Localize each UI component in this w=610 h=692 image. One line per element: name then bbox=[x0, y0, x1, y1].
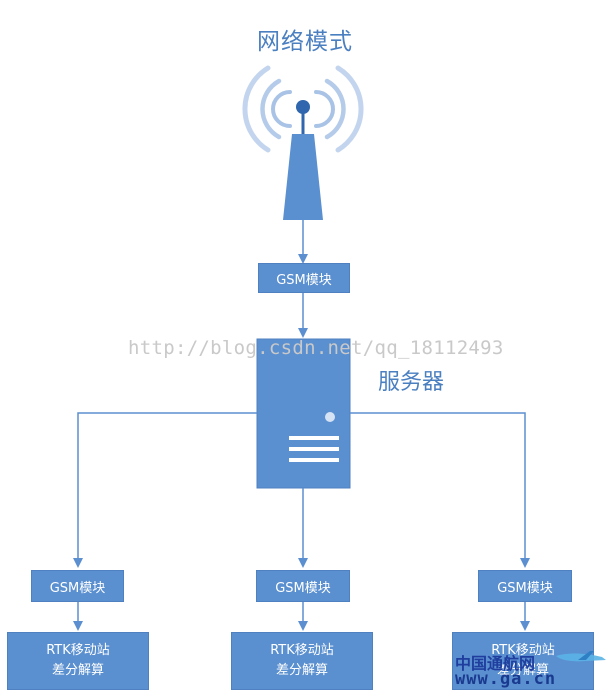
left-rtk-station: RTK移动站 差分解算 bbox=[7, 632, 149, 690]
center-rtk-station-line2: 差分解算 bbox=[275, 663, 328, 678]
center-gsm-module-label: GSM模块 bbox=[275, 580, 331, 596]
left-rtk-station-line2: 差分解算 bbox=[51, 663, 104, 678]
right-branch-connector bbox=[350, 412, 530, 568]
right-rtk-station-line2: 差分解算 bbox=[496, 663, 549, 678]
server-label: 服务器 bbox=[378, 370, 445, 395]
center-rtk-station: RTK移动站 差分解算 bbox=[231, 632, 373, 690]
right-gsm-module: GSM模块 bbox=[478, 570, 572, 602]
site-logo-name: 中国通航网 bbox=[455, 654, 536, 673]
watermark-text: http://blog.csdn.net/qq_18112493 bbox=[128, 337, 504, 359]
top-gsm-module-label: GSM模块 bbox=[276, 272, 332, 288]
left-branch-connector bbox=[73, 412, 257, 568]
left-gsm-module: GSM模块 bbox=[31, 570, 124, 602]
diagram-title: 网络模式 bbox=[257, 29, 353, 55]
center-gsm-module: GSM模块 bbox=[256, 570, 350, 602]
top-gsm-module: GSM模块 bbox=[258, 263, 350, 293]
site-logo-url: www.ga.cn bbox=[455, 669, 557, 689]
left-rtk-station-line1: RTK移动站 bbox=[46, 643, 110, 658]
right-rtk-station: RTK移动站 差分解算 bbox=[452, 632, 594, 690]
left-gsm-module-label: GSM模块 bbox=[49, 580, 106, 596]
signal-tower-icon bbox=[242, 65, 364, 220]
server-icon bbox=[256, 338, 351, 489]
site-logo-plane-icon bbox=[556, 651, 606, 662]
center-rtk-station-line1: RTK移动站 bbox=[270, 643, 334, 658]
right-gsm-module-label: GSM模块 bbox=[497, 580, 553, 596]
right-rtk-station-line1: RTK移动站 bbox=[491, 643, 555, 658]
